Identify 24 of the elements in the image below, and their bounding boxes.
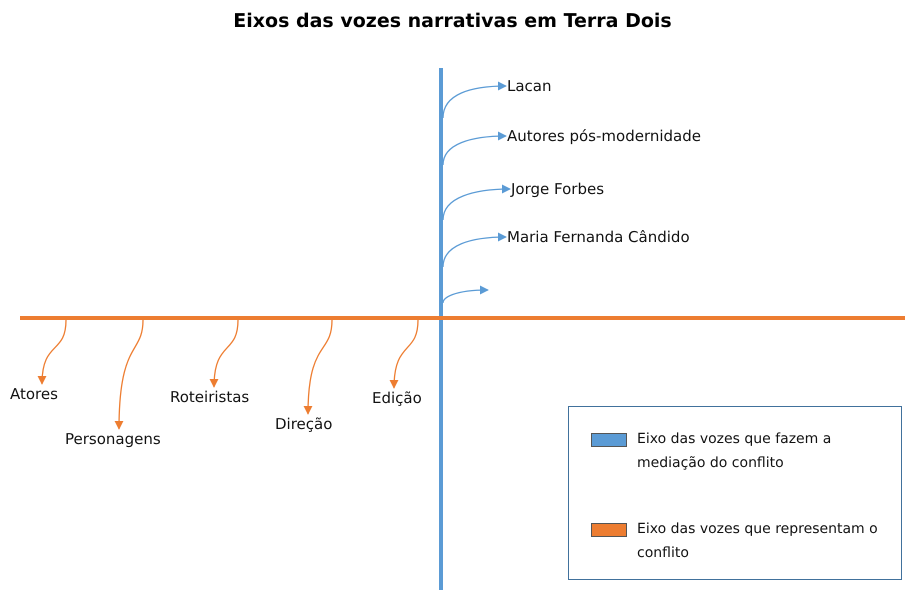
vertical-axis-bar xyxy=(439,68,443,590)
voice-label: Lacan xyxy=(507,77,552,95)
curved-arrow xyxy=(38,320,67,385)
voice-label: Roteiristas xyxy=(170,388,250,406)
legend-text: Eixo das vozes que representam o conflito xyxy=(637,520,879,563)
horizontal-axis-bar xyxy=(20,316,905,320)
curved-arrow xyxy=(442,286,489,304)
voice-label: Personagens xyxy=(65,430,161,448)
voice-label: Jorge Forbes xyxy=(511,180,604,198)
curved-arrow xyxy=(442,184,511,220)
curved-arrow xyxy=(304,320,333,415)
curved-arrow xyxy=(114,320,144,430)
diagram-title: Eixos das vozes narrativas em Terra Dois xyxy=(232,10,673,32)
curved-arrow xyxy=(442,82,507,118)
curved-arrow xyxy=(442,132,507,166)
voice-label: Maria Fernanda Cândido xyxy=(507,228,690,246)
voice-label: Atores xyxy=(10,385,58,403)
voice-label: Edição xyxy=(372,389,422,407)
curved-arrow xyxy=(210,320,239,388)
curved-arrow xyxy=(442,232,507,268)
curved-arrow xyxy=(390,320,419,389)
voice-label: Autores pós-modernidade xyxy=(507,127,701,145)
voice-label: Direção xyxy=(275,415,332,433)
legend-text: Eixo das vozes que fazem a mediação do conflito xyxy=(637,430,832,473)
